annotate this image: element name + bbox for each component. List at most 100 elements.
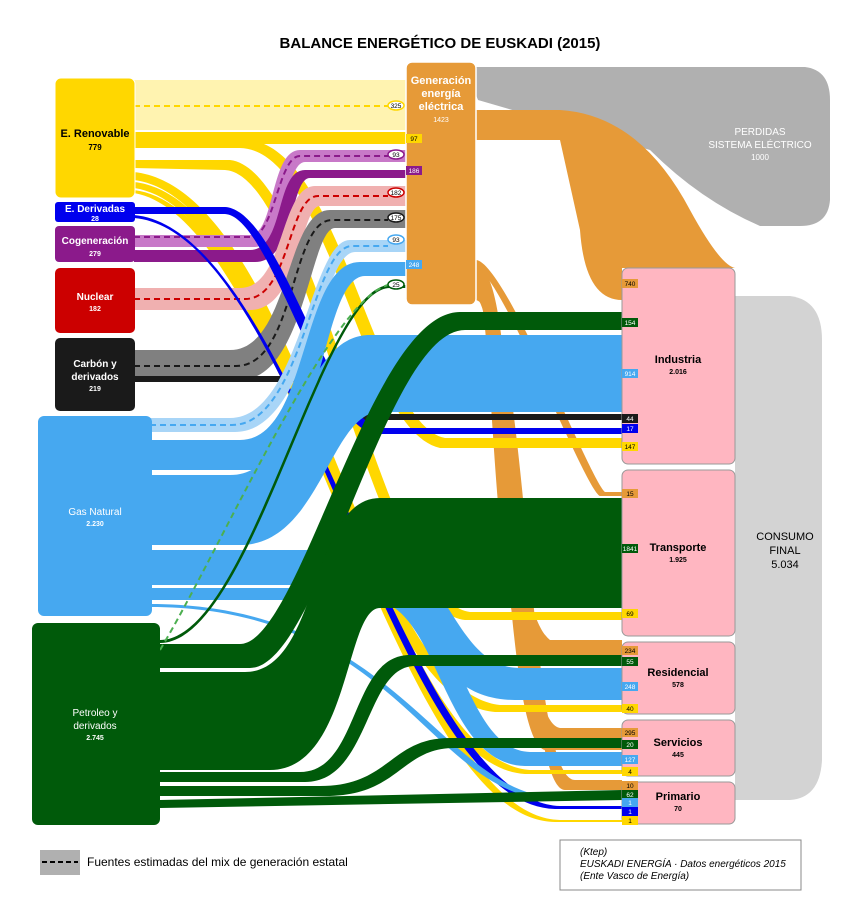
losses-value: 1000	[751, 153, 769, 162]
sector-input-tag: 44	[622, 414, 638, 423]
source-cogeneracion-value: 279	[89, 251, 101, 258]
sector-input-tag: 127	[622, 755, 638, 764]
final-value: 5.034	[771, 559, 799, 571]
generation-value: 1423	[433, 117, 449, 124]
source-derivadas: E. Derivadas 28	[55, 202, 135, 223]
source-gas: Gas Natural 2.230	[38, 416, 152, 616]
flow-petroleo-dashed	[159, 284, 389, 651]
generation-input-tag-bg	[387, 187, 405, 198]
losses-label-2: SISTEMA ELÉCTRICO	[708, 138, 812, 151]
sector-input-tag-value: 1	[628, 818, 632, 825]
sector-input-tag-bg	[622, 657, 638, 666]
source-petroleo-box	[32, 623, 160, 825]
sector-servicios-value: 445	[672, 752, 684, 759]
generation-input-tag-value: 186	[409, 168, 420, 175]
flow-elec-industria	[476, 110, 735, 300]
generation-input-tag: 93	[387, 149, 405, 160]
generation-input-tag-bg	[406, 134, 422, 143]
sector-industria-value: 2.016	[669, 369, 687, 376]
sector-input-tag-value: 914	[625, 371, 636, 378]
sector-residencial-name: Residencial	[647, 667, 708, 679]
generation-input-tag-bg	[406, 260, 422, 269]
generation-input-tag: 182	[387, 187, 405, 198]
sector-input-tag-bg	[622, 798, 638, 807]
source-gas-box	[38, 416, 152, 616]
generation-input-tag-value: 93	[392, 237, 400, 244]
sector-industria-box	[621, 267, 736, 465]
sector-input-tag-value: 127	[625, 757, 636, 764]
sector-input-tag: 40	[622, 704, 638, 713]
sector-servicios: Servicios 445	[621, 719, 736, 777]
sector-input-tag-value: 69	[626, 611, 634, 618]
generation-label-1: Generación	[411, 75, 472, 87]
sector-transporte-name: Transporte	[650, 542, 707, 554]
source-renovable-value: 779	[88, 143, 102, 152]
credit-box: (Ktep) EUSKADI ENERGÍA · Datos energétic…	[559, 839, 802, 891]
sector-input-tag: 234	[622, 646, 638, 655]
credit-line-2: EUSKADI ENERGÍA · Datos energéticos 2015	[580, 857, 786, 870]
sector-input-tag: 55	[622, 657, 638, 666]
sector-input-tag-bg	[622, 318, 638, 327]
source-carbon-name-2: derivados	[71, 372, 119, 383]
sector-input-tag: 740	[622, 279, 638, 288]
source-carbon-value: 219	[89, 386, 101, 393]
sector-primario-box	[621, 781, 736, 825]
sector-input-tag: 147	[622, 442, 638, 451]
sector-input-tag-bg	[622, 442, 638, 451]
source-derivadas-name: E. Derivadas	[65, 204, 125, 215]
source-derivadas-box	[55, 202, 135, 222]
source-petroleo-name-2: derivados	[73, 721, 116, 732]
generation-input-tag: 325	[387, 100, 405, 111]
sector-input-tag: 10	[622, 781, 638, 790]
sector-input-tag-bg	[622, 369, 638, 378]
generation-input-tag: 25	[387, 279, 405, 290]
sector-input-tag-bg	[622, 781, 638, 790]
sector-input-tag-value: 4	[628, 769, 632, 776]
flow-carbon-estimated	[134, 210, 406, 380]
generation-input-tag-value: 175	[391, 215, 402, 222]
source-renovable: E. Renovable 779	[54, 77, 136, 199]
sector-input-tag-value: 40	[626, 706, 634, 713]
sector-input-tag-bg	[622, 609, 638, 618]
sector-input-tag-bg	[622, 544, 638, 553]
sankey-flows	[134, 67, 830, 822]
flow-petroleo-industria	[160, 312, 622, 668]
sector-input-tag-bg	[622, 682, 638, 691]
generation-label-2: energía	[421, 88, 461, 100]
generation-node: Generación energía eléctrica 1423 325979…	[387, 61, 477, 306]
generation-input-tag-bg	[387, 279, 405, 290]
sector-input-tags: 7401549144417147151841692345524840295201…	[622, 279, 638, 825]
source-cogeneracion: Cogeneración 279	[55, 226, 135, 262]
sector-input-tag-value: 234	[625, 648, 636, 655]
sector-primario: Primario 70	[621, 781, 736, 825]
legend-label: Fuentes estimadas del mix de generación …	[87, 855, 348, 869]
source-renovable-box	[54, 77, 136, 199]
losses-label-1: PERDIDAS	[734, 127, 785, 138]
sector-input-tag-value: 248	[625, 684, 636, 691]
sector-input-tag-bg	[622, 767, 638, 776]
generation-input-tag: 97	[406, 134, 422, 143]
sector-input-tag: 1	[622, 807, 638, 816]
sector-input-tag: 1841	[622, 544, 638, 553]
sector-input-tag-value: 20	[626, 742, 634, 749]
sector-input-tag: 295	[622, 728, 638, 737]
source-derivadas-value: 28	[91, 216, 99, 223]
generation-input-tag-bg	[387, 100, 405, 111]
sector-input-tag-value: 55	[626, 659, 634, 666]
flow-carbon-industria	[134, 376, 622, 420]
sector-input-tag-bg	[622, 279, 638, 288]
sector-input-tag-bg	[622, 424, 638, 433]
generation-input-tag-bg	[387, 212, 405, 223]
source-gas-value: 2.230	[86, 521, 104, 528]
sector-primario-name: Primario	[656, 791, 701, 803]
flow-gas-estimated	[150, 240, 406, 432]
flow-gas-dashed	[150, 245, 388, 426]
flow-petroleo-primario	[160, 790, 622, 808]
generation-input-tag-value: 93	[392, 152, 400, 159]
sector-input-tag-value: 1	[628, 800, 632, 807]
generation-input-tag: 186	[406, 166, 422, 175]
sector-input-tag-value: 1	[628, 809, 632, 816]
credit-frame	[559, 839, 802, 891]
flow-cogeneracion-generation	[134, 170, 406, 262]
